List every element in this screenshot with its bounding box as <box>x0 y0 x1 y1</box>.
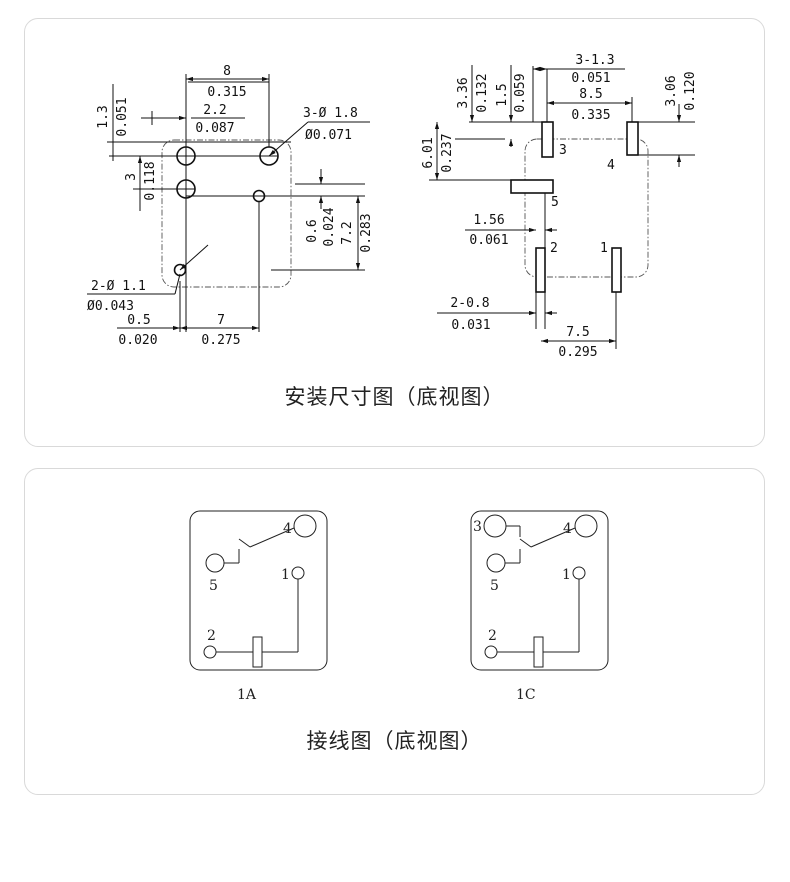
relay-outline-right <box>524 138 649 278</box>
pin-5-1a: 5 <box>209 578 218 594</box>
wiring-caption: 接线图（底视图） <box>306 729 483 753</box>
dim-0020: 0.020 <box>118 333 157 348</box>
dim-0120: 0.120 <box>683 71 698 110</box>
dim-0051: 0.051 <box>115 97 130 136</box>
dim-7: 7 <box>217 313 225 328</box>
terminal-2-1a <box>203 645 217 659</box>
dim-313: 3-1.3 <box>575 53 614 68</box>
pin-1-label: 1 <box>600 241 608 256</box>
wiring-drawing: 4 5 1 2 1A 4 3 5 1 <box>189 510 609 703</box>
pin-2-1c: 2 <box>488 628 497 644</box>
terminal-1-1c <box>572 566 586 580</box>
dim-208: 2-0.8 <box>450 296 489 311</box>
dim-0087: 0.087 <box>195 121 234 136</box>
mounting-caption: 安装尺寸图（底视图） <box>284 385 505 409</box>
dim-8: 8 <box>223 64 231 79</box>
left-view: 8 0.315 2.2 0.087 1.3 0.051 3 0.118 3-Ø … <box>87 64 374 348</box>
pin-4-rect <box>626 121 639 156</box>
dim-0051-r: 0.051 <box>571 71 610 86</box>
dim-0061: 0.061 <box>469 233 508 248</box>
dim-0315: 0.315 <box>207 85 246 100</box>
pin-4-1a: 4 <box>283 521 292 537</box>
relay-body-1c <box>470 510 609 671</box>
pin-2-1a: 2 <box>207 628 216 644</box>
dim-0295: 0.295 <box>558 345 597 360</box>
pin-3-1c: 3 <box>473 519 482 535</box>
right-view: 3 4 5 2 1 3-1.3 0.051 8.5 0.335 3.36 <box>421 53 698 360</box>
pin-3-rect <box>541 121 554 158</box>
pin-5-rect <box>510 179 554 194</box>
dim-601: 6.01 <box>421 137 436 168</box>
dim-0024: 0.024 <box>322 207 337 246</box>
dim-72: 7.2 <box>340 221 355 244</box>
wiring-1c: 4 3 5 1 2 1C <box>470 510 609 703</box>
dim-0275: 0.275 <box>201 333 240 348</box>
small-hole-callout-in: Ø0.043 <box>87 299 134 314</box>
pin-4-label: 4 <box>607 158 615 173</box>
dim-336: 3.36 <box>456 77 471 108</box>
mounting-dimensions-panel: 8 0.315 2.2 0.087 1.3 0.051 3 0.118 3-Ø … <box>24 18 765 447</box>
dim-05: 0.5 <box>127 313 150 328</box>
relay-outline <box>161 139 292 288</box>
dim-0031: 0.031 <box>451 318 490 333</box>
wiring-diagram-panel: 4 5 1 2 1A 4 3 5 1 <box>24 468 765 795</box>
pin-1-1a: 1 <box>281 567 290 583</box>
hole-callout: 3-Ø 1.8 <box>303 106 358 121</box>
dim-85: 8.5 <box>579 87 602 102</box>
terminal-4-1a <box>293 514 317 538</box>
terminal-3-1c <box>483 514 507 538</box>
dim-22: 2.2 <box>203 103 226 118</box>
pin-5-label: 5 <box>551 195 559 210</box>
dim-0283: 0.283 <box>359 213 374 252</box>
dim-0132: 0.132 <box>475 73 490 112</box>
pin-2-rect <box>535 247 546 293</box>
pin-1-rect <box>611 247 622 293</box>
pin-1-1c: 1 <box>562 567 571 583</box>
pin-2-label: 2 <box>550 241 558 256</box>
dim-156: 1.56 <box>473 213 504 228</box>
dim-0118: 0.118 <box>143 161 158 200</box>
dim-3: 3 <box>124 173 139 181</box>
terminal-2-1c <box>484 645 498 659</box>
dim-306: 3.06 <box>664 75 679 106</box>
dim-75: 7.5 <box>566 325 589 340</box>
dim-13: 1.3 <box>96 105 111 128</box>
small-hole-callout: 2-Ø 1.1 <box>91 279 146 294</box>
hole-callout-in: Ø0.071 <box>305 128 352 143</box>
dim-0335: 0.335 <box>571 108 610 123</box>
wiring-1a: 4 5 1 2 1A <box>189 510 328 703</box>
pin-4-1c: 4 <box>563 521 572 537</box>
dim-15: 1.5 <box>495 83 510 106</box>
label-1a: 1A <box>237 687 257 703</box>
terminal-5-1a <box>205 553 225 573</box>
relay-body-1a <box>189 510 328 671</box>
dim-06: 0.6 <box>305 219 320 242</box>
pin-5-1c: 5 <box>490 578 499 594</box>
terminal-5-1c <box>486 553 506 573</box>
terminal-4-1c <box>574 514 598 538</box>
terminal-1-1a <box>291 566 305 580</box>
dim-0237: 0.237 <box>440 133 455 172</box>
label-1c: 1C <box>516 687 536 703</box>
pin-3-label: 3 <box>559 143 567 158</box>
dim-0059: 0.059 <box>513 73 528 112</box>
mounting-drawing: 8 0.315 2.2 0.087 1.3 0.051 3 0.118 3-Ø … <box>87 53 698 360</box>
